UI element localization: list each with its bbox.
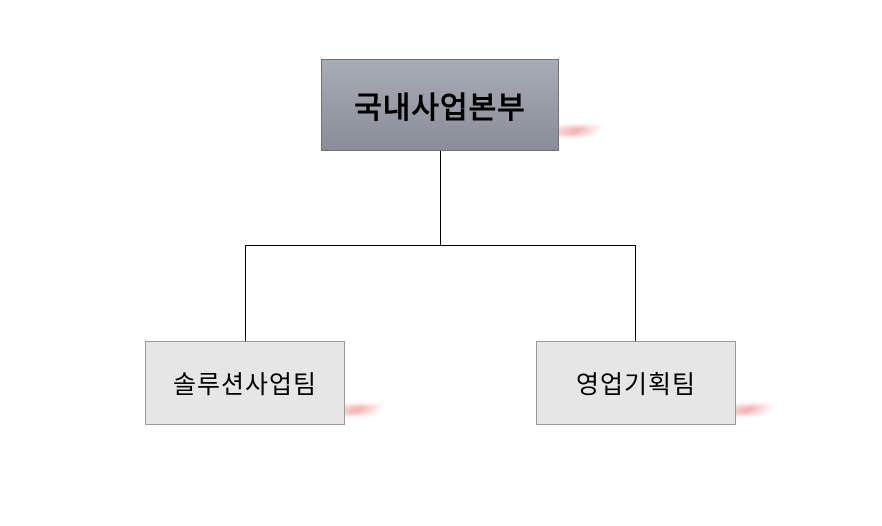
child-node-label: 솔루션사업팀 — [172, 370, 317, 399]
child-node-label: 영업기획팀 — [575, 370, 696, 399]
connector-horizontal — [245, 245, 636, 246]
root-node-label: 국내사업본부 — [354, 91, 526, 126]
child-node-solution-team[interactable]: 솔루션사업팀 — [145, 341, 345, 425]
connector-left-down — [245, 245, 246, 342]
connector-root-down — [440, 151, 441, 246]
child-node-sales-planning-team[interactable]: 영업기획팀 — [536, 341, 736, 425]
connector-right-down — [635, 245, 636, 342]
root-node[interactable]: 국내사업본부 — [321, 59, 559, 151]
